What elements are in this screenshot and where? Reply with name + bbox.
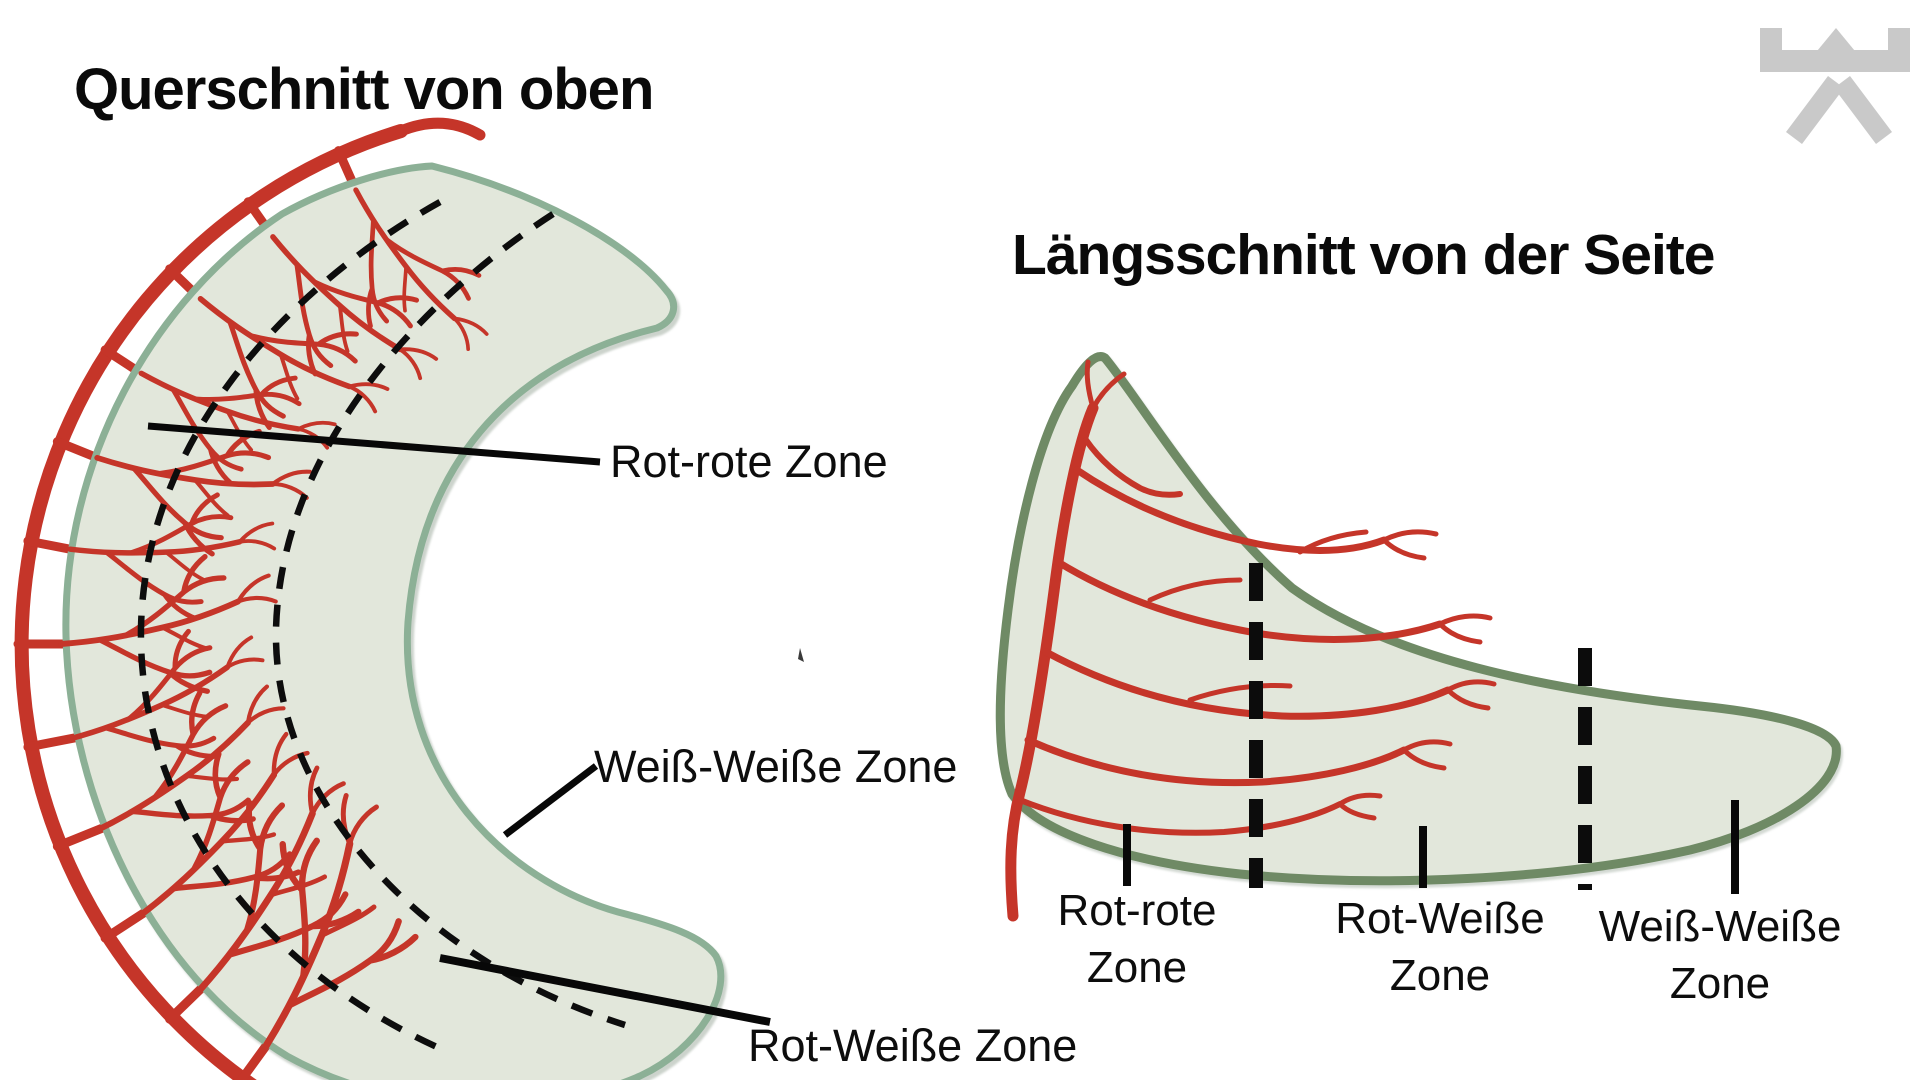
logo-icon bbox=[1760, 28, 1910, 144]
zone-boundary-dashed-arc-2 bbox=[272, 211, 626, 1029]
label-line: Rot-rote bbox=[1057, 886, 1217, 935]
zone-boundary-dashed-arc-1 bbox=[137, 199, 450, 1055]
label-weiss-weisse-zone-right: Weiß-Weiße Zone bbox=[1570, 898, 1870, 1012]
stray-mark bbox=[798, 648, 804, 662]
left-diagram-title: Querschnitt von oben bbox=[74, 57, 654, 122]
label-rot-rote-zone-right: Rot-rote Zone bbox=[1016, 882, 1258, 996]
label-line: Zone bbox=[1389, 951, 1491, 1000]
label-line: Zone bbox=[1086, 943, 1188, 992]
artery-arc-top-hook bbox=[395, 117, 486, 141]
wedge-vessel-tree bbox=[1005, 359, 1497, 922]
callout-line-rot-rote-left bbox=[147, 422, 601, 466]
callout-line-weiss-weisse-left bbox=[502, 763, 599, 838]
label-weiss-weisse-zone-left: Weiß-Weiße Zone bbox=[594, 741, 958, 792]
meniscus-wedge-shape bbox=[995, 352, 1841, 886]
label-line: Zone bbox=[1669, 959, 1771, 1008]
label-line: Rot-Weiße bbox=[1335, 894, 1545, 943]
meniscus-crescent-shape bbox=[62, 162, 725, 1080]
callout-line-rot-weisse-left bbox=[439, 954, 771, 1026]
label-rot-weisse-zone-left: Rot-Weiße Zone bbox=[748, 1020, 1078, 1071]
perimeniscal-artery-arc bbox=[14, 124, 408, 1080]
label-rot-rote-zone-left: Rot-rote Zone bbox=[610, 436, 888, 487]
label-line: Weiß-Weiße bbox=[1598, 902, 1842, 951]
right-diagram-title: Längsschnitt von der Seite bbox=[1012, 223, 1715, 287]
label-rot-weisse-zone-right: Rot-Weiße Zone bbox=[1300, 890, 1580, 1004]
